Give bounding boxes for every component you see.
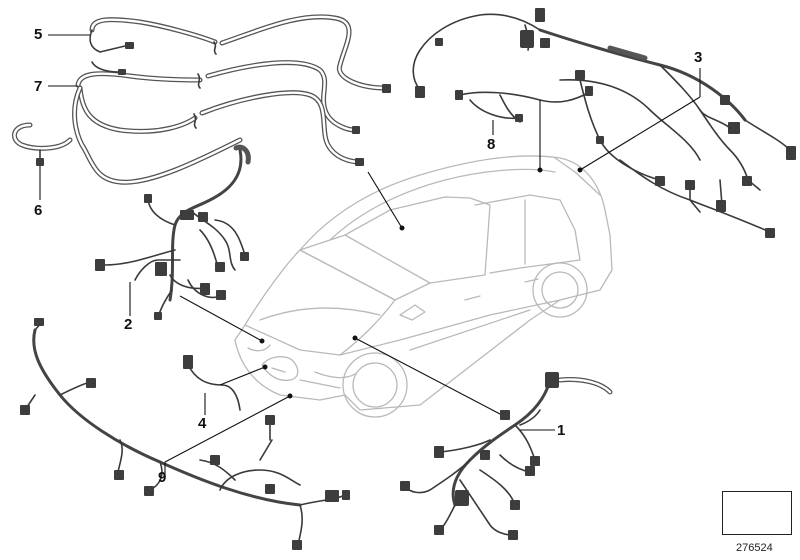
callout-8: 8 [487, 136, 496, 153]
reference-number: 276524 [736, 542, 773, 554]
harness-5-7-6 [12, 14, 391, 185]
callout-2: 2 [124, 316, 133, 333]
callout-5: 5 [34, 26, 43, 43]
callout-7: 7 [34, 78, 43, 95]
leader-lines [39, 34, 701, 478]
harness-3-8 [412, 8, 796, 238]
harness-4 [183, 355, 241, 411]
reference-arrow-box [722, 491, 792, 535]
car-outline [234, 155, 613, 418]
callout-6: 6 [34, 202, 43, 219]
harness-9 [20, 318, 350, 550]
callout-1: 1 [557, 422, 566, 439]
callout-4: 4 [198, 415, 207, 432]
callout-9: 9 [158, 469, 167, 486]
harness-2 [95, 144, 251, 320]
harness-1 [400, 372, 613, 540]
callout-3: 3 [694, 49, 703, 66]
